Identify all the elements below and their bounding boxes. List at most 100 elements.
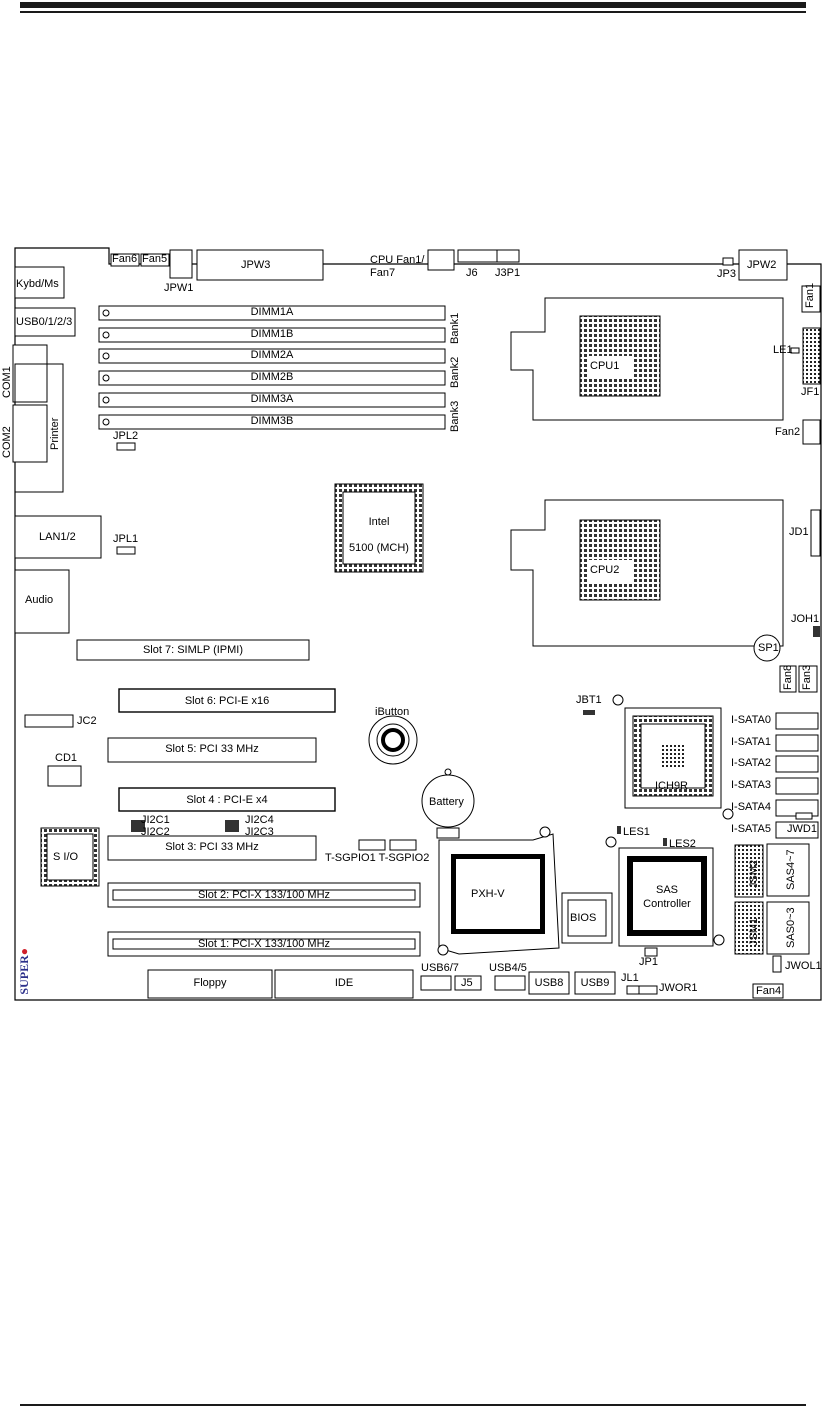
jsm2-label: JSM2 xyxy=(748,859,760,888)
tsgpio-label: T-SGPIO1 T-SGPIO2 xyxy=(325,852,430,864)
board-outline xyxy=(14,247,822,1001)
isata5-label: I-SATA5 xyxy=(731,823,771,835)
sp1-label: SP1 xyxy=(758,642,779,654)
les2-led xyxy=(663,838,667,846)
jl1-label: JL1 xyxy=(621,972,639,984)
slot3-label: Slot 3: PCI 33 MHz xyxy=(165,841,259,853)
usb8-port xyxy=(528,971,570,995)
sas-label-line1: SAS xyxy=(655,884,678,896)
j3p1-header xyxy=(496,249,520,263)
fan6-label: Fan6 xyxy=(112,253,138,265)
dimm2b-label: DIMM2B xyxy=(250,371,294,383)
joh1-label: JOH1 xyxy=(791,613,820,625)
dimm3a-label: DIMM3A xyxy=(250,393,294,405)
usb9-port xyxy=(574,971,616,995)
dimm-clips xyxy=(102,309,110,426)
ji2c3-label: JI2C3 xyxy=(245,826,274,838)
cpu2-label: CPU2 xyxy=(590,564,620,576)
ibutton-label: iButton xyxy=(375,706,410,718)
dimm3b-label: DIMM3B xyxy=(250,415,294,427)
jf1-header xyxy=(802,327,821,385)
j5-label: J5 xyxy=(461,977,473,989)
sas-label-line2: Controller xyxy=(643,898,691,910)
les1-led xyxy=(617,826,621,834)
kybd-ms-port xyxy=(14,266,65,299)
ich9r-heatsink xyxy=(612,694,734,820)
fan7-label: Fan7 xyxy=(370,267,396,279)
fan5-label: Fan5 xyxy=(142,253,168,265)
jwol1-label: JWOL1 xyxy=(785,960,822,972)
joh1-header xyxy=(813,626,820,637)
jpl1-jumper xyxy=(116,546,136,555)
cpu-fan1-header xyxy=(427,249,455,271)
sp1-speaker xyxy=(753,634,781,662)
fan8-label: Fan8 xyxy=(782,664,794,690)
jpl2-jumper xyxy=(116,442,136,451)
isata0-label: I-SATA0 xyxy=(731,714,771,726)
isata3-label: I-SATA3 xyxy=(731,779,771,791)
jwd1-jumper xyxy=(795,812,813,820)
floppy-label: Floppy xyxy=(193,977,227,989)
sas47-connector xyxy=(766,843,810,897)
mch-chip xyxy=(334,483,424,573)
bank3-label: Bank3 xyxy=(449,400,461,432)
tsgpio1-header xyxy=(358,839,386,851)
header-rule-thick xyxy=(20,2,806,8)
slot7-label: Slot 7: SIMLP (IPMI) xyxy=(142,644,244,656)
com1-label: COM1 xyxy=(1,366,13,398)
dimm-slots xyxy=(98,305,446,430)
bank1-label: Bank1 xyxy=(449,312,461,344)
fan5-header xyxy=(140,253,170,267)
cd1-header xyxy=(47,765,82,787)
jd1-header xyxy=(810,509,821,557)
jwor1-header xyxy=(638,985,658,995)
j6-label: J6 xyxy=(466,267,478,279)
jp1-label: JP1 xyxy=(639,956,658,968)
fan3-label: Fan3 xyxy=(801,664,813,690)
supermicro-logo: SUPER● xyxy=(17,948,31,995)
pxh-heatsink xyxy=(437,826,560,956)
jf1-label: JF1 xyxy=(801,386,820,398)
jpl2-label: JPL2 xyxy=(113,430,139,442)
com2-label: COM2 xyxy=(1,426,13,458)
isata4-label: I-SATA4 xyxy=(731,801,771,813)
slot4 xyxy=(118,787,336,812)
fan2-header xyxy=(802,419,821,445)
cpu1-socket xyxy=(510,297,784,421)
ibutton-holder xyxy=(368,715,418,765)
printer-label: Printer xyxy=(49,417,61,450)
jpw3-label: JPW3 xyxy=(241,259,271,271)
fan2-label: Fan2 xyxy=(775,426,801,438)
jbt1-jumper xyxy=(583,710,595,715)
ide-label: IDE xyxy=(334,977,354,989)
battery-holder xyxy=(421,768,475,839)
usb45-label: USB4/5 xyxy=(489,962,527,974)
jpw2-connector xyxy=(738,249,788,281)
mch-label-line2: 5100 (MCH) xyxy=(349,542,409,554)
sas03-label: SAS0~3 xyxy=(785,907,797,948)
jpw2-label: JPW2 xyxy=(747,259,777,271)
slot6-label: Slot 6: PCI-E x16 xyxy=(184,695,270,707)
usb0123-port xyxy=(14,307,76,337)
sas47-label: SAS4~7 xyxy=(785,849,797,890)
jsm1-label: JSM1 xyxy=(748,917,760,946)
cpu2-socket xyxy=(510,499,784,647)
jpw1-connector xyxy=(169,249,193,279)
com1-port xyxy=(12,344,48,403)
slot6 xyxy=(118,688,336,713)
fan1-header xyxy=(801,285,821,313)
motherboard-layout: Kybd/Ms USB0/1/2/3 COM1 Printer COM2 LAN… xyxy=(1,247,826,1001)
usb67-header xyxy=(420,975,452,991)
tsgpio2-header xyxy=(389,839,417,851)
slot1-inner xyxy=(112,938,416,950)
battery-label: Battery xyxy=(429,796,464,808)
cd1-label: CD1 xyxy=(55,752,78,764)
slot5 xyxy=(107,737,317,763)
fan4-label: Fan4 xyxy=(756,985,782,997)
le1-label: LE1 xyxy=(773,344,793,356)
jwol1-header xyxy=(772,955,782,973)
slot4-label: Slot 4 : PCI-E x4 xyxy=(186,794,268,806)
jp3-label: JP3 xyxy=(717,268,736,280)
fan4-header xyxy=(752,983,784,999)
fan6-header xyxy=(110,253,140,267)
